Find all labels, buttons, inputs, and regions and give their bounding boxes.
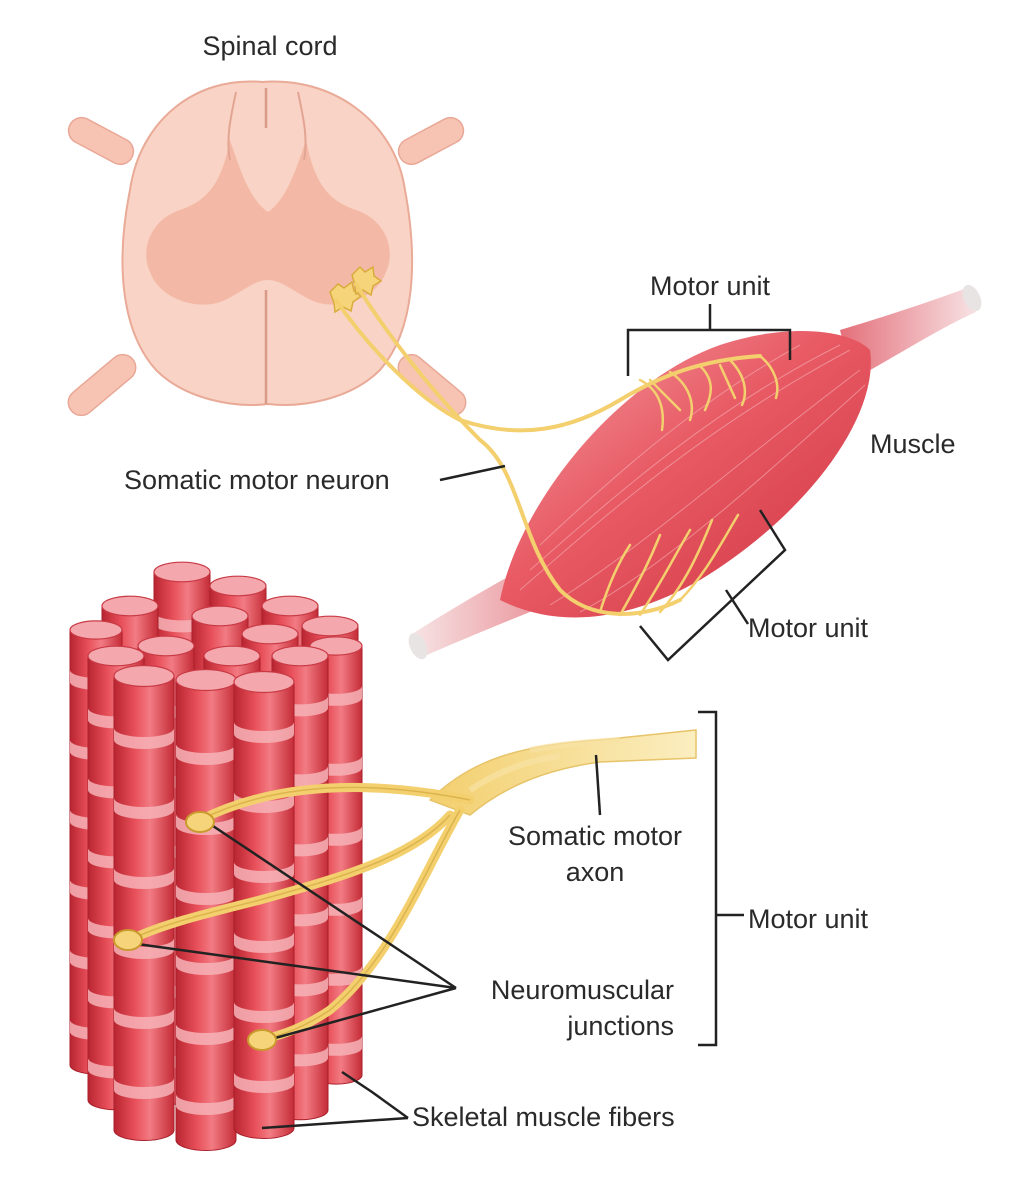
motor-unit-bottom-bracket <box>698 710 744 1047</box>
somatic-motor-axon <box>125 729 697 1045</box>
somatic-motor-neuron-axons <box>334 282 779 617</box>
muscle-belly <box>500 331 871 618</box>
muscle-tendon-right <box>840 286 976 380</box>
motor-unit-label-middle: Motor unit <box>748 613 869 643</box>
spinal-cord-label: Spinal cord <box>202 31 338 61</box>
motor-unit-label-bottom: Motor unit <box>748 904 869 934</box>
muscle-label: Muscle <box>870 429 956 459</box>
skeletal-muscle-fibers-label: Skeletal muscle fibers <box>412 1102 675 1132</box>
skeletal-muscle-fiber-bundle <box>69 561 363 1151</box>
motor-unit-middle-bracket <box>639 509 787 662</box>
somatic-motor-neuron-label: Somatic motor neuron <box>124 465 390 495</box>
spinal-cord <box>67 80 467 417</box>
somatic-motor-axon-label: Somatic motor axon <box>507 821 683 887</box>
muscle-fiber <box>113 664 175 1141</box>
motor-unit-label-top: Motor unit <box>649 271 771 301</box>
leader-lines <box>129 304 792 1130</box>
muscle <box>408 284 982 660</box>
neuromuscular-junctions-label: Neuromuscular junctions <box>490 975 674 1041</box>
neuromuscular-junctions <box>113 811 277 1051</box>
motor-unit-top-bracket <box>626 304 792 376</box>
nerve-roots <box>67 116 467 417</box>
spinal-cord-gray-matter <box>146 140 390 305</box>
